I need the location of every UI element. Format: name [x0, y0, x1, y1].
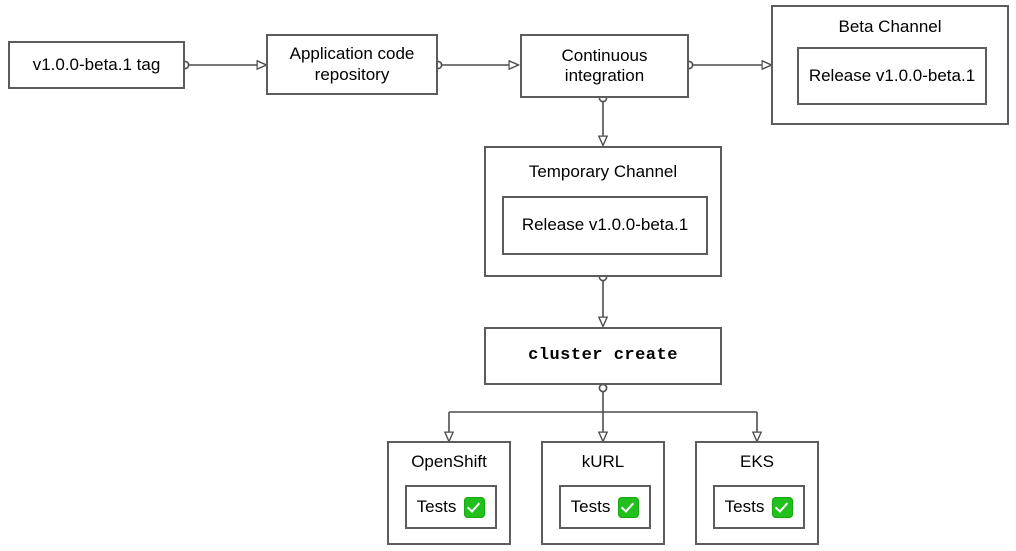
check-green-icon	[772, 496, 794, 518]
node-eks-title: EKS	[739, 452, 775, 471]
edge-repository-to-ci	[433, 61, 518, 68]
node-tag-label: v1.0.0-beta.1 tag	[32, 54, 161, 74]
edge-ci-to-temporary-channel	[599, 93, 606, 145]
node-repository-label: Application code repository	[289, 44, 415, 84]
node-openshift-tests-label: Tests	[416, 496, 457, 516]
node-eks-tests[interactable]: Tests	[713, 485, 805, 529]
node-temporary-channel-release-label: Release v1.0.0-beta.1	[521, 215, 689, 235]
node-beta-channel-title: Beta Channel	[838, 17, 942, 36]
node-temporary-channel[interactable]: Temporary Channel Release v1.0.0-beta.1	[484, 146, 722, 277]
node-eks[interactable]: EKS Tests	[695, 441, 819, 545]
node-temporary-channel-title: Temporary Channel	[528, 162, 678, 181]
node-tag[interactable]: v1.0.0-beta.1 tag	[8, 41, 185, 89]
node-ci-label: Continuous integration	[561, 45, 648, 85]
edge-ci-to-beta-channel	[684, 61, 771, 68]
node-beta-channel[interactable]: Beta Channel Release v1.0.0-beta.1	[771, 5, 1009, 125]
node-beta-channel-release-label: Release v1.0.0-beta.1	[808, 65, 976, 85]
node-eks-tests-label: Tests	[724, 496, 765, 516]
check-green-icon	[464, 496, 486, 518]
node-kurl-title: kURL	[581, 452, 625, 471]
node-openshift-tests[interactable]: Tests	[405, 485, 497, 529]
node-ci[interactable]: Continuous integration	[520, 34, 689, 98]
node-cluster-create[interactable]: cluster create	[484, 327, 722, 385]
node-kurl[interactable]: kURL Tests	[541, 441, 665, 545]
edge-temporary-channel-to-cluster-create	[599, 272, 606, 326]
check-green-icon	[618, 496, 640, 518]
node-openshift[interactable]: OpenShift Tests	[387, 441, 511, 545]
node-beta-channel-release[interactable]: Release v1.0.0-beta.1	[797, 47, 987, 105]
node-kurl-tests[interactable]: Tests	[559, 485, 651, 529]
node-cluster-create-label: cluster create	[528, 345, 678, 365]
edge-cluster-create-to-targets	[449, 383, 757, 441]
edge-tag-to-repository	[180, 61, 266, 68]
node-temporary-channel-release[interactable]: Release v1.0.0-beta.1	[502, 196, 708, 255]
node-openshift-title: OpenShift	[411, 452, 487, 471]
node-kurl-tests-label: Tests	[570, 496, 611, 516]
node-repository[interactable]: Application code repository	[266, 34, 438, 95]
